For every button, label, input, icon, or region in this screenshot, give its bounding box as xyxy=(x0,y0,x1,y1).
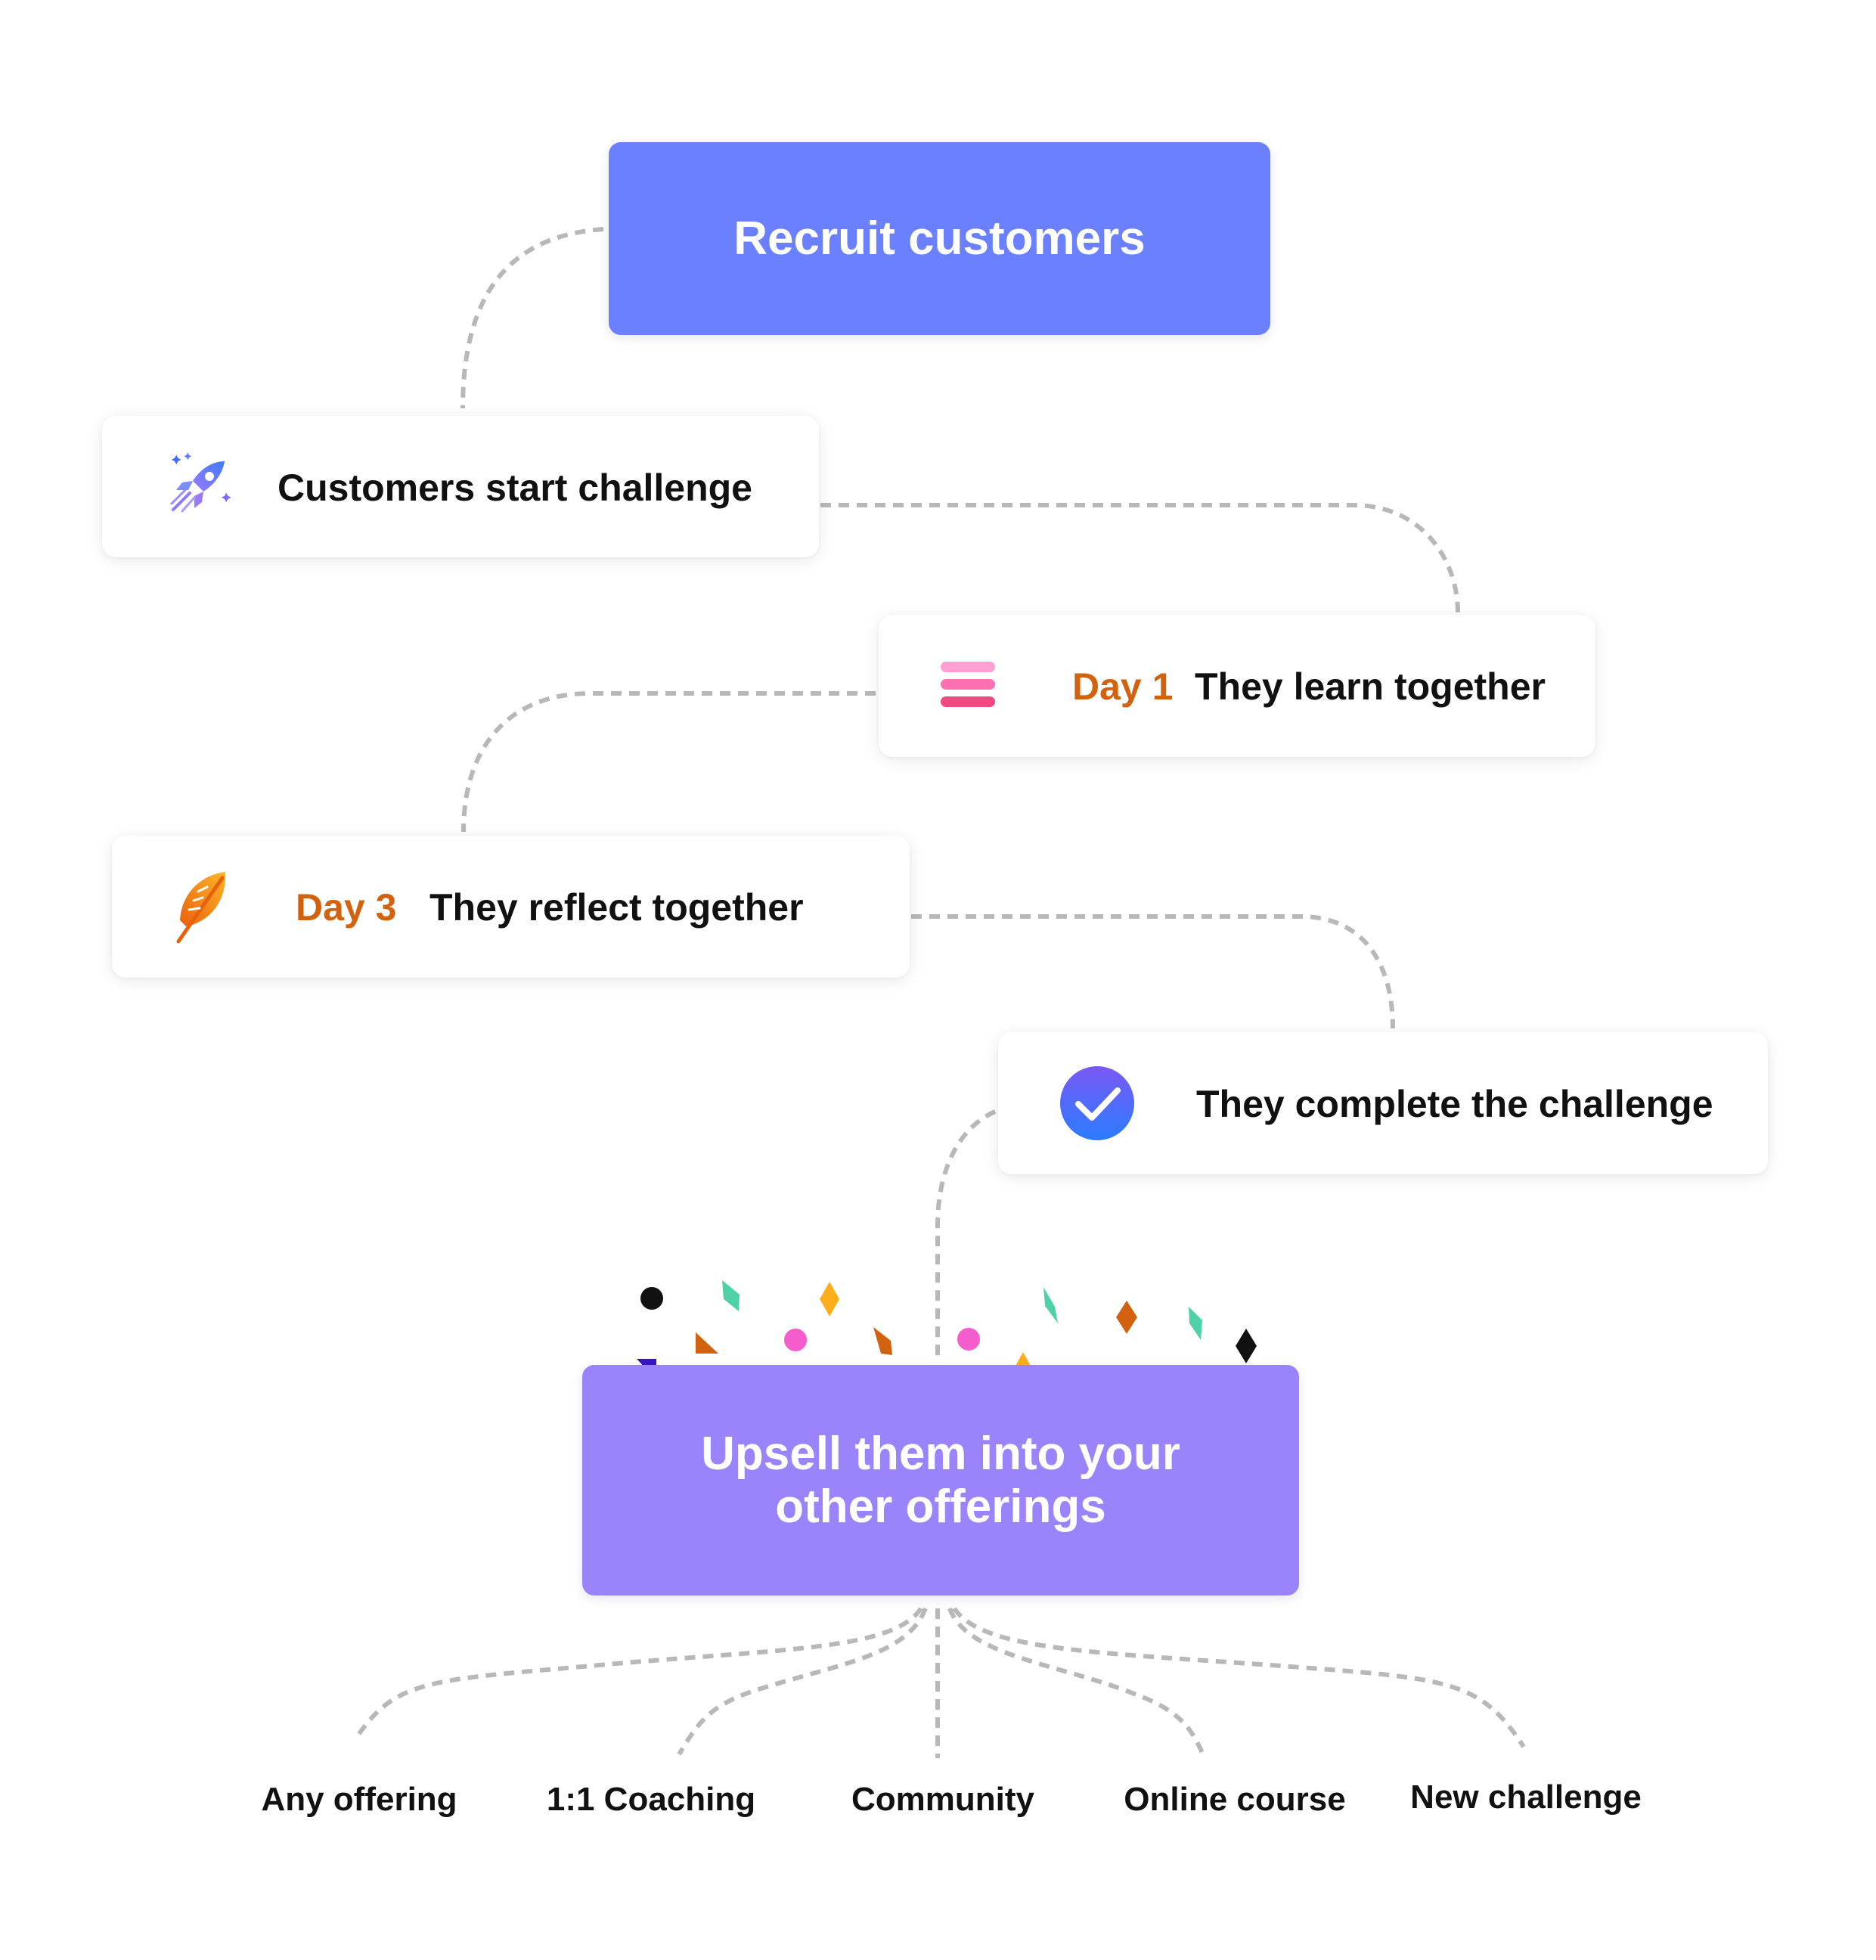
step-card-day-1: Day 1 They learn together xyxy=(879,615,1595,757)
step-label: They reflect together xyxy=(429,886,804,929)
confetti-piece xyxy=(873,1327,892,1355)
confetti-piece xyxy=(957,1328,980,1351)
stack-icon xyxy=(941,662,995,707)
confetti-piece xyxy=(722,1280,740,1311)
check-circle-icon xyxy=(1060,1066,1134,1140)
recruit-customers-box: Recruit customers xyxy=(609,142,1270,335)
offering-any: Any offering xyxy=(261,1781,457,1818)
confetti-piece xyxy=(1189,1307,1202,1340)
confetti-piece xyxy=(1043,1287,1058,1323)
connector-to-any-offering xyxy=(353,1607,923,1741)
offering-online-course: Online course xyxy=(1124,1781,1346,1818)
confetti-piece xyxy=(1236,1329,1257,1363)
step-card-day-3: Day 3 They reflect together xyxy=(112,836,910,978)
step-label: They learn together xyxy=(1195,665,1546,708)
connector-start-to-day1 xyxy=(820,503,1460,613)
step-card-start-challenge: Customers start challenge xyxy=(102,416,819,557)
step-label: They complete the challenge xyxy=(1196,1083,1713,1125)
confetti-piece xyxy=(640,1287,663,1310)
offering-new-challenge: New challenge xyxy=(1410,1779,1642,1816)
offering-coaching: 1:1 Coaching xyxy=(546,1781,756,1818)
step-label: Customers start challenge xyxy=(278,467,752,509)
connector-to-new-challenge xyxy=(952,1607,1526,1748)
step-card-complete-challenge: They complete the challenge xyxy=(998,1032,1768,1174)
recruit-customers-label: Recruit customers xyxy=(733,212,1146,265)
rocket-icon xyxy=(170,452,231,513)
connector-complete-to-upsell xyxy=(935,1109,997,1361)
connector-to-online-course xyxy=(947,1607,1205,1754)
day-label: Day 1 xyxy=(1072,665,1174,708)
offering-community: Community xyxy=(851,1781,1034,1818)
connector-day1-to-day3 xyxy=(461,691,876,833)
connector-day3-to-complete xyxy=(911,914,1395,1029)
confetti-piece xyxy=(696,1332,718,1354)
feather-icon xyxy=(176,872,226,944)
day-label: Day 3 xyxy=(296,886,397,929)
connector-recruit-to-start xyxy=(460,227,604,409)
confetti-piece xyxy=(1116,1301,1137,1334)
confetti-piece xyxy=(820,1282,839,1316)
upsell-box: Upsell them into your other offerings xyxy=(582,1365,1299,1596)
upsell-label: Upsell them into your other offerings xyxy=(701,1428,1180,1533)
confetti-piece xyxy=(784,1329,807,1351)
connector-to-coaching xyxy=(677,1607,928,1756)
